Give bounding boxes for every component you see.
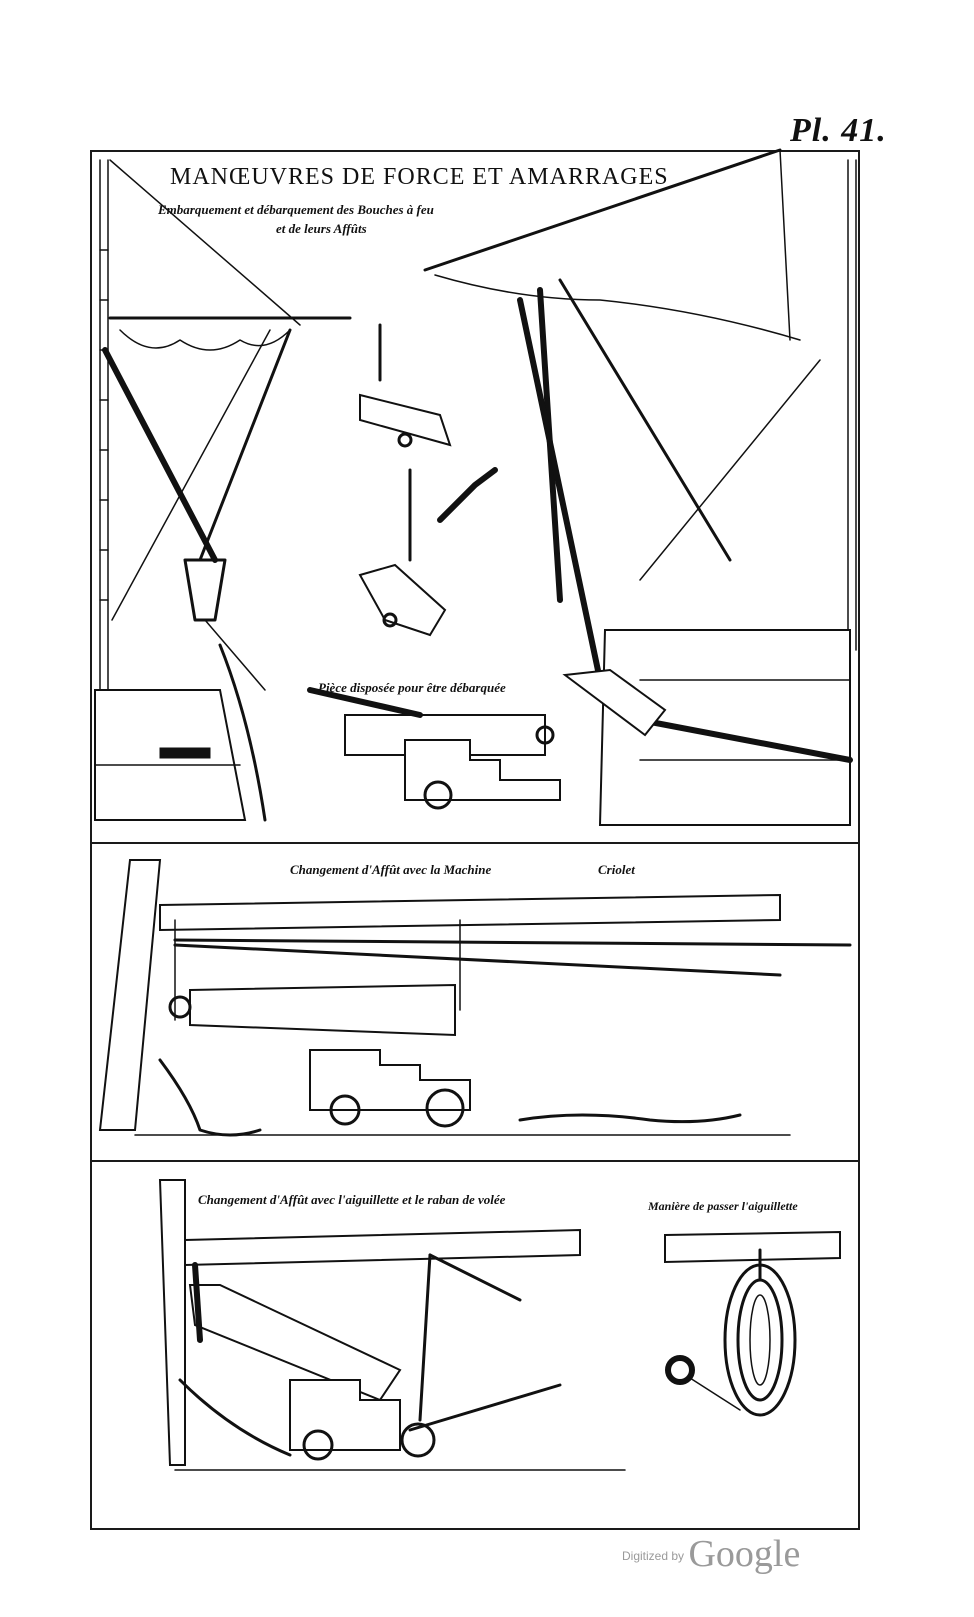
hanging-cannon-lower (358, 467, 498, 637)
google-watermark: Digitized by Google (622, 1532, 800, 1576)
plate-subtitle-line2: et de leurs Affûts (276, 221, 367, 236)
watermark-brand: Google (688, 1533, 801, 1575)
left-yard-arm (102, 159, 352, 621)
left-ship-mast (99, 159, 109, 701)
left-ship-hull (94, 643, 267, 822)
caption-changement-machine: Changement d'Affût avec la Machine (290, 862, 492, 877)
hanging-cannon-upper (359, 323, 452, 448)
aiguillette-detail (664, 1230, 841, 1417)
bottom-cannon (188, 1262, 402, 1402)
section-divider-bottom (90, 1160, 860, 1162)
right-ship-mast (847, 159, 857, 651)
right-yard-arm (423, 148, 821, 683)
caption-piece-disposee: Pièce disposée pour être débarquée (318, 680, 506, 695)
caption-changement-aiguillette: Changement d'Affût avec l'aiguillette et… (198, 1192, 506, 1207)
cannon-on-carriage-top (307, 687, 561, 810)
bottom-carriage (178, 1378, 562, 1461)
plate-title: MANŒUVRES DE FORCE ET AMARRAGES (170, 164, 669, 190)
hoist-block-left (183, 558, 266, 691)
section-divider-top (90, 842, 860, 844)
middle-beam (159, 893, 852, 1021)
plate-number: Pl. 41. (790, 112, 887, 149)
bottom-beam (184, 1228, 581, 1422)
middle-cannon-barrel (168, 983, 456, 1037)
plate-subtitle-line1: Embarquement et débarquement des Bouches… (158, 202, 434, 217)
watermark-prefix: Digitized by (622, 1549, 685, 1563)
plate-frame (90, 150, 860, 1530)
middle-carriage (158, 1049, 742, 1137)
caption-criolet: Criolet (598, 862, 635, 877)
right-ship-hull (598, 629, 853, 826)
cannon-being-hoisted (562, 668, 667, 737)
caption-maniere-aiguillette: Manière de passer l'aiguillette (648, 1199, 798, 1213)
bottom-hull-side (158, 1179, 626, 1471)
